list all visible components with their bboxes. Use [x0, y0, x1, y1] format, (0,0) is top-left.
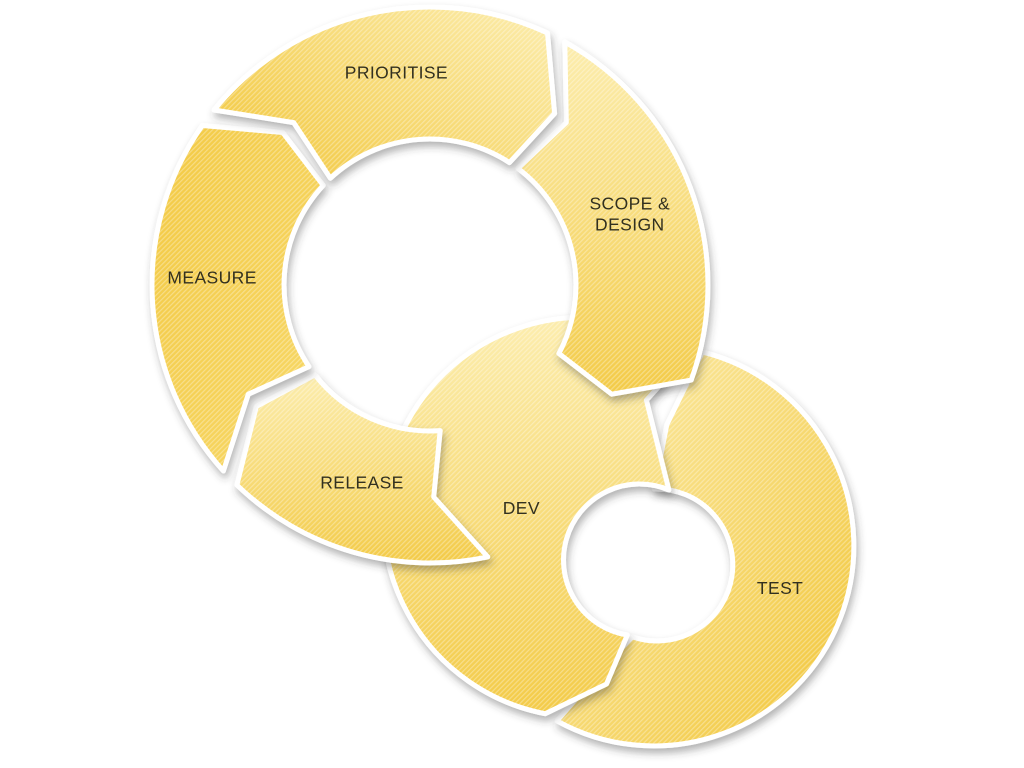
- segment-label-prioritise: PRIORITISE: [345, 63, 448, 83]
- segment-stripes-texture: [152, 125, 324, 471]
- segment-outline: [211, 4, 558, 181]
- segment-scope-design: [515, 39, 711, 397]
- labels-layer: TEST DEV RELEASE MEASURE SCOPE &DESIGN PRIORI…: [167, 63, 803, 599]
- segment-stripes-texture: [236, 374, 488, 563]
- segment-release: [234, 372, 491, 566]
- segment-test: [554, 349, 857, 749]
- segment-stripes-texture: [214, 6, 555, 179]
- segment-outline: [380, 314, 695, 717]
- segment-prioritise: [211, 4, 558, 181]
- segment-dev: [380, 314, 695, 717]
- segment-measure: [149, 123, 326, 474]
- segment-outline: [149, 123, 326, 474]
- segment-label-scope-design: SCOPE &DESIGN: [589, 194, 670, 235]
- segment-label-measure: MEASURE: [167, 267, 256, 287]
- segment-label-test: TEST: [757, 578, 803, 598]
- segment-stripes-texture: [383, 317, 693, 714]
- segment-outline: [234, 372, 491, 566]
- segment-outline: [515, 39, 711, 397]
- segments-layer: [149, 4, 857, 749]
- segment-stripes-texture: [557, 351, 854, 746]
- segment-outline: [554, 349, 857, 749]
- segment-label-release: RELEASE: [320, 473, 404, 493]
- segment-label-dev: DEV: [503, 498, 540, 518]
